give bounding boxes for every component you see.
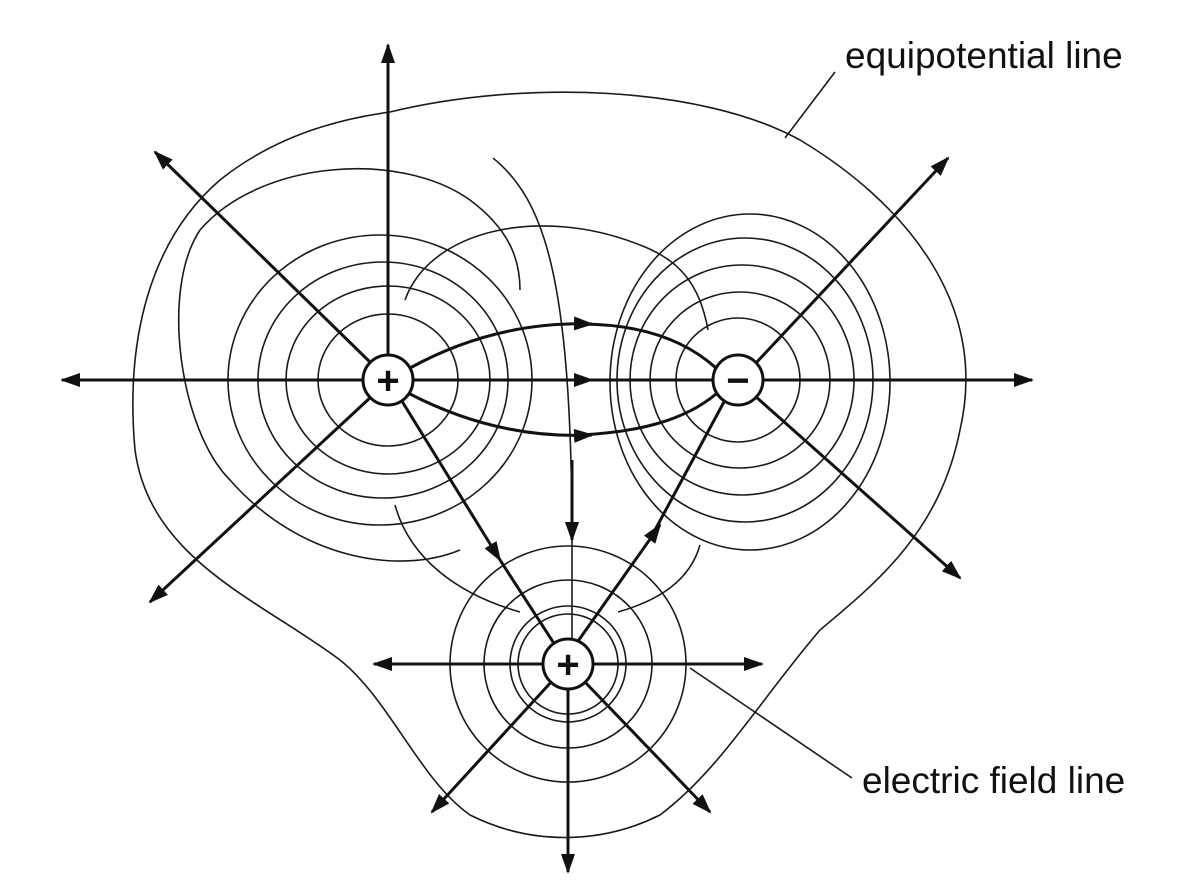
svg-text:+: + — [376, 359, 399, 403]
field-arrows-right-charge — [498, 156, 1034, 646]
charge-bottom-positive: + — [541, 637, 595, 691]
thin-field-lines — [394, 157, 709, 640]
field-leader-line — [689, 667, 853, 779]
charge-right-negative: − — [711, 353, 765, 407]
equipotential-leader-line — [784, 71, 836, 139]
field-arrows-bottom-charge — [372, 460, 764, 874]
charge-left-positive: + — [361, 353, 415, 407]
electric-field-line-label: electric field line — [862, 760, 1125, 801]
field-arrows-left-charge — [60, 43, 718, 604]
equipotential-line-label: equipotential line — [845, 35, 1123, 76]
svg-text:+: + — [556, 643, 579, 687]
outer-equipotential-line — [132, 91, 967, 839]
svg-text:−: − — [726, 359, 749, 403]
